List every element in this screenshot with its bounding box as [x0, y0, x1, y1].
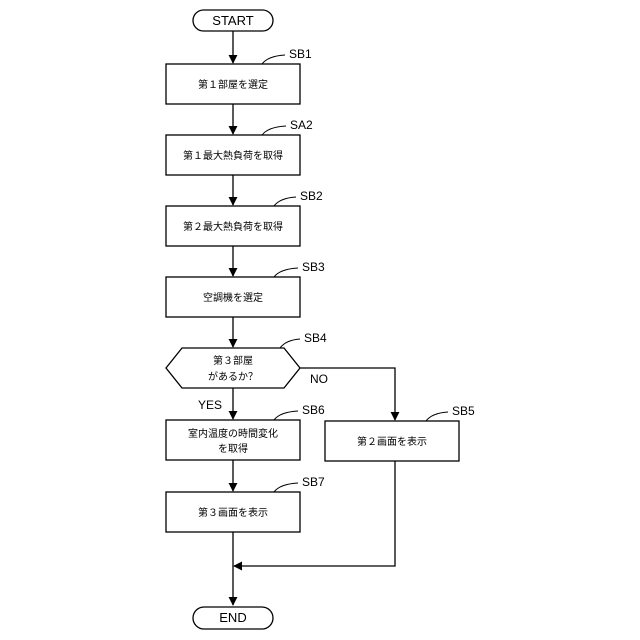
- step-sb3: 空調機を選定 SB3: [166, 260, 325, 317]
- decision-sb4: 第３部屋 があるか？ SB4: [166, 331, 327, 388]
- start-terminal: START: [193, 10, 273, 31]
- decision-sb4-leader: [280, 339, 300, 348]
- step-sb6-leader: [274, 411, 298, 420]
- step-sb2: 第２最大熱負荷を取得 SB2: [166, 189, 323, 246]
- step-sb1-ref: SB1: [289, 47, 312, 61]
- step-sb1: 第１部屋を選定 SB1: [166, 47, 312, 104]
- decision-sb4-ref: SB4: [304, 331, 327, 345]
- step-sb3-text: 空調機を選定: [203, 291, 263, 304]
- step-sb3-ref: SB3: [302, 260, 325, 274]
- step-sa2: 第１最大熱負荷を取得 SA2: [166, 118, 313, 175]
- step-sb5-ref: SB5: [452, 404, 475, 418]
- step-sa2-leader: [262, 126, 286, 135]
- step-sb6-line2: を取得: [218, 443, 248, 455]
- end-label: END: [219, 610, 246, 625]
- step-sb2-leader: [274, 197, 296, 206]
- step-sb5-leader: [426, 412, 448, 421]
- step-sb7: 第３画面を表示 SB7: [166, 475, 325, 532]
- branch-yes-label: YES: [198, 398, 222, 412]
- step-sa2-text: 第１最大熱負荷を取得: [183, 149, 283, 162]
- step-sb6: 室内温度の時間変化 を取得 SB6: [166, 403, 325, 460]
- decision-sb4-line1: 第３部屋: [213, 354, 253, 367]
- step-sb5-text: 第２画面を表示: [357, 435, 427, 448]
- step-sa2-ref: SA2: [290, 118, 313, 132]
- step-sb5: 第２画面を表示 SB5: [325, 404, 475, 461]
- end-terminal: END: [193, 607, 273, 629]
- start-label: START: [212, 13, 253, 28]
- step-sb7-leader: [274, 483, 298, 492]
- step-sb7-ref: SB7: [302, 475, 325, 489]
- branch-no-label: NO: [310, 372, 328, 386]
- decision-sb4-line2: があるか？: [208, 370, 258, 383]
- step-sb1-text: 第１部屋を選定: [198, 78, 268, 91]
- step-sb2-text: 第２最大熱負荷を取得: [183, 220, 283, 233]
- step-sb6-line1: 室内温度の時間変化: [188, 427, 278, 440]
- step-sb7-text: 第３画面を表示: [198, 506, 268, 519]
- step-sb2-ref: SB2: [300, 189, 323, 203]
- step-sb1-leader: [262, 55, 285, 64]
- step-sb6-ref: SB6: [302, 403, 325, 417]
- step-sb3-leader: [274, 268, 298, 277]
